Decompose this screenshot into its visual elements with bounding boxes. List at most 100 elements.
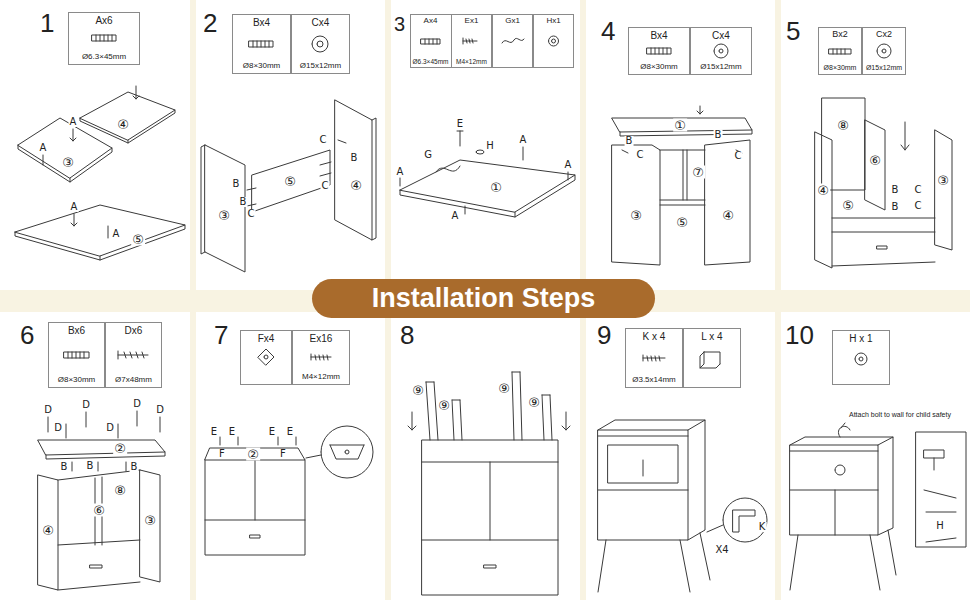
part-name: Cx4 (712, 30, 730, 41)
hardware-icon (855, 353, 867, 365)
panel-ground (391, 312, 580, 600)
callout-label: ⑨ (411, 384, 425, 397)
furniture-drawing (815, 98, 952, 268)
callout-label: A (396, 167, 405, 177)
callout-label: A (39, 143, 48, 153)
parts-box: Bx6Ø8×30mm (48, 322, 105, 388)
furniture-drawing (408, 372, 570, 595)
parts-box: Cx2Ø15x12mm (862, 27, 906, 75)
panel-ground (0, 0, 190, 290)
part-name: Ax6 (95, 15, 112, 26)
parts-box: Gx1 (492, 14, 533, 68)
parts-box: Bx4Ø8×30mm (232, 14, 291, 74)
part-dimension: Ø15x12mm (300, 62, 341, 71)
callout-label: ⑤ (841, 199, 855, 212)
panel-ground (586, 0, 775, 290)
callout-label: B (350, 153, 359, 163)
part-name: Cx4 (312, 17, 330, 28)
callout-label: C (734, 151, 743, 161)
step-panel: 9K x 4Ø3.5x14mmL x 4 (586, 312, 775, 600)
parts-box: Dx6Ø7x48mm (105, 322, 162, 388)
callout-label: ⑤ (283, 175, 297, 188)
furniture-drawing (790, 423, 966, 590)
callout-label: B (714, 130, 723, 140)
part-dimension: Ø15x12mm (866, 64, 902, 72)
hardware-icon (249, 36, 328, 52)
callout-label: D (155, 405, 165, 415)
parts-box: Ax4Ø6.3×45mm (410, 14, 452, 68)
callout-label: ② (113, 442, 127, 455)
part-dimension: Ø8×30mm (243, 62, 281, 71)
callout-label: F (218, 449, 226, 459)
callout-label: ④ (349, 179, 363, 192)
callout-label: E (268, 427, 276, 437)
callout-label: A (519, 135, 528, 145)
step-number: 6 (20, 322, 34, 348)
furniture-drawing (201, 100, 376, 272)
step-number: 1 (40, 10, 54, 36)
step-number: 10 (785, 322, 814, 348)
callout-label: E (456, 119, 464, 129)
callout-label: ④ (816, 184, 830, 197)
callout-label: K (758, 522, 767, 532)
callout-label: D (53, 423, 63, 433)
step-panel: 8 (391, 312, 580, 600)
panel-ground (586, 312, 775, 600)
parts-box: Cx4Ø15x12mm (690, 27, 752, 75)
step-number: 2 (203, 10, 217, 36)
callout-label: C (636, 150, 645, 160)
callout-label: ⑧ (113, 484, 127, 497)
hardware-icon (829, 44, 891, 58)
parts-box: Fx4 (240, 330, 292, 385)
callout-label: E (210, 427, 218, 437)
callout-label: A (112, 229, 121, 239)
callout-label: C (319, 135, 328, 145)
step-panel: 5Bx2Ø8×30mmCx2Ø15x12mm (781, 0, 970, 290)
callout-label: A (564, 160, 573, 170)
part-name: Bx6 (68, 325, 85, 336)
callout-label: ③ (217, 209, 231, 222)
hardware-icon (258, 349, 331, 365)
callout-label: B (625, 136, 634, 146)
panel-ground (196, 0, 385, 290)
callout-label: ④ (116, 118, 130, 131)
callout-label: E (228, 427, 236, 437)
hardware-icon (647, 44, 728, 58)
safety-note: Attach bolt to wall for child safety (848, 411, 968, 419)
step-number: 9 (597, 322, 611, 348)
part-dimension: Ø6.3×45mm (413, 58, 449, 65)
callout-label: D (105, 423, 115, 433)
callout-label: ⑤ (131, 233, 145, 246)
hardware-icon (92, 35, 116, 41)
furniture-drawing (612, 106, 752, 265)
callout-label: ③ (936, 174, 950, 187)
step-number: 3 (394, 14, 405, 34)
callout-label: A (70, 202, 79, 212)
hardware-icon (643, 352, 720, 368)
part-name: H x 1 (849, 333, 872, 344)
step-number: 8 (400, 322, 414, 348)
callout-label: ⑥ (868, 154, 882, 167)
part-dimension: Ø6.3×45mm (82, 53, 126, 62)
part-name: Cx2 (876, 30, 892, 40)
parts-box: K x 4Ø3.5x14mm (625, 328, 683, 388)
callout-label: ③ (143, 514, 157, 527)
step-panel: 10 H x 1 (781, 312, 970, 600)
step-number: 7 (214, 322, 228, 348)
hardware-icon (421, 36, 559, 46)
step-number: 5 (786, 18, 800, 44)
part-dimension: Ø3.5x14mm (632, 376, 676, 385)
part-name: Hx1 (546, 17, 560, 26)
parts-box: Ax6Ø6.3×45mm (68, 12, 140, 65)
furniture-drawing (205, 426, 373, 555)
callout-label: ⑨ (527, 396, 541, 409)
callout-label: ④ (41, 524, 55, 537)
callout-label: ③ (629, 209, 643, 222)
part-dimension: Ø8×30mm (640, 63, 678, 72)
part-name: Ax4 (424, 17, 438, 26)
callout-label: B (60, 462, 69, 472)
callout-label: D (132, 399, 142, 409)
furniture-drawing (38, 411, 165, 590)
callout-label: C (247, 209, 256, 219)
part-dimension: Ø7x48mm (115, 376, 152, 385)
